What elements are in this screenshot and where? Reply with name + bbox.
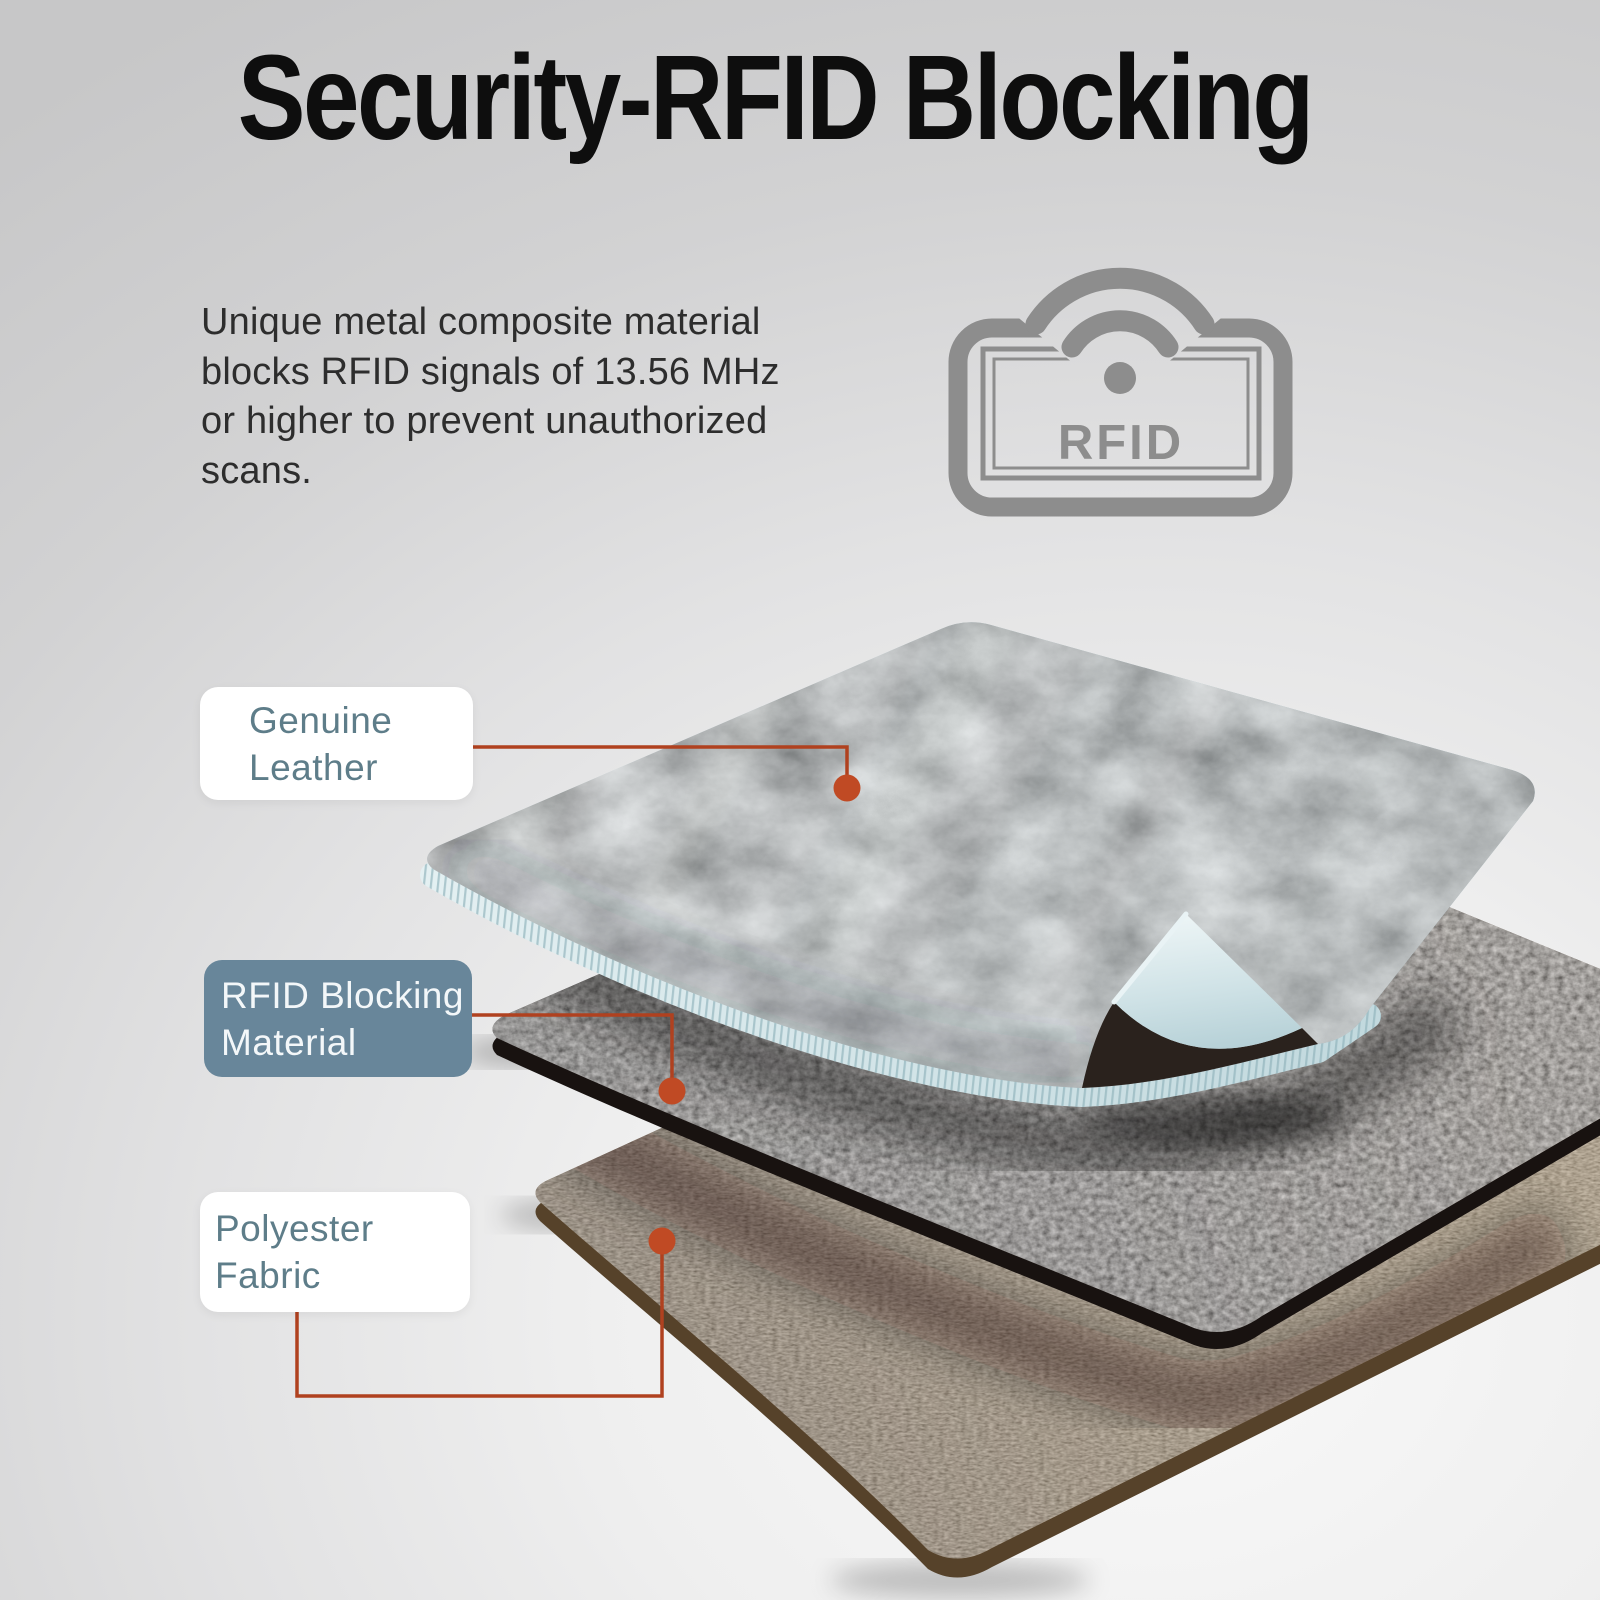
rfid-tag-icon: RFID — [948, 267, 1293, 517]
callout-genuine-leather-line2: Leather — [249, 746, 378, 788]
callout-polyester-line1: Polyester — [215, 1208, 374, 1249]
leather-connector-dot — [833, 774, 861, 802]
callout-polyester-fabric: Polyester Fabric — [200, 1192, 470, 1312]
rfid-card-inner-border-outer — [980, 346, 1262, 481]
signal-arc-outer-icon — [1025, 267, 1215, 335]
description-line-1: Unique metal composite material — [201, 301, 761, 343]
callout-polyester-line2: Fabric — [215, 1255, 321, 1296]
page-title: Security-RFID Blocking — [237, 29, 1315, 165]
description-line-2: blocks RFID signals of 13.56 MHz — [201, 350, 780, 393]
description-line-4: scans. — [201, 449, 313, 492]
rfid-card-inner-border-inner — [992, 357, 1250, 470]
polyester-connector-line — [295, 1252, 664, 1398]
rfid-connector-dot — [658, 1077, 686, 1105]
leather-curl-gap — [1082, 1002, 1318, 1088]
callout-connectors — [295, 745, 861, 1398]
leather-curl-edge-highlight — [1111, 911, 1189, 1005]
leather-connector-line — [467, 745, 849, 778]
description-line-3: or higher to prevent unauthorized — [201, 400, 768, 442]
signal-arc-inner-icon — [1061, 310, 1179, 358]
description-text: Unique metal composite material blocks R… — [201, 298, 881, 496]
callout-rfid-blocking-line2: Material — [221, 1021, 357, 1063]
signal-dot-icon — [1104, 362, 1136, 394]
rfid-connector-line — [470, 1013, 674, 1082]
rfid-icon-label: RFID — [1058, 416, 1184, 470]
callout-rfid-blocking-line1: RFID Blocking — [221, 974, 464, 1016]
callout-genuine-leather-line1: Genuine — [249, 699, 393, 741]
callout-genuine-leather: Genuine Leather — [200, 687, 473, 800]
callout-rfid-blocking-material: RFID Blocking Material — [204, 960, 472, 1077]
polyester-connector-dot — [648, 1227, 676, 1255]
